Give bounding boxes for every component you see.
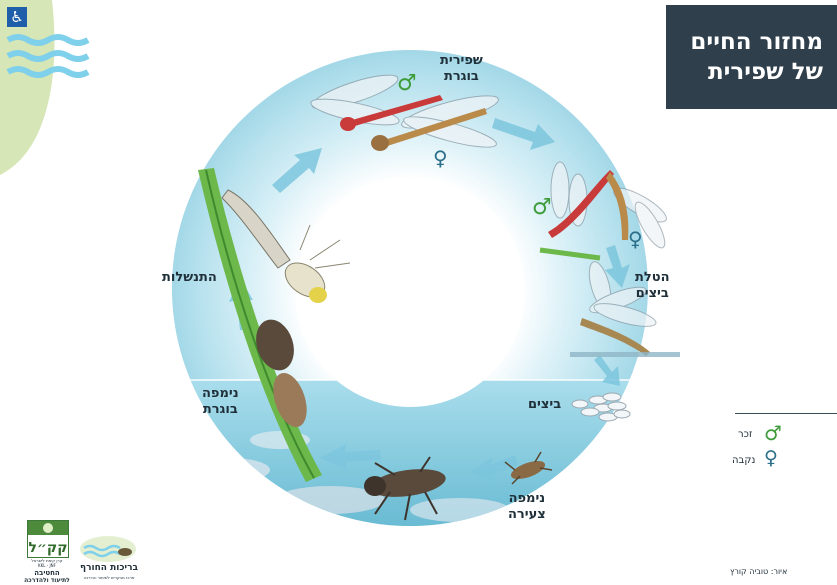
male-symbol-icon: ♂	[532, 197, 552, 219]
svg-text:קק״ל: קק״ל	[28, 540, 67, 556]
male-symbol-icon: ♂	[397, 73, 417, 95]
kkl-division-2: לתיעוד ולהדרכה	[18, 577, 76, 584]
legend-divider	[735, 413, 837, 414]
accessibility-icon[interactable]: ♿	[7, 7, 27, 27]
title-line-2: של שפירית	[666, 57, 823, 87]
legend-female-icon: ♀	[764, 449, 778, 468]
title-line-1: מחזור החיים	[666, 27, 823, 57]
female-symbol-icon: ♀	[628, 229, 643, 249]
legend-male-icon: ♂	[764, 423, 782, 443]
legend-female-label: נקבה	[732, 455, 755, 466]
stage-label-eggs: ביצים	[528, 397, 561, 413]
female-symbol-icon: ♀	[433, 148, 448, 168]
illustration-credit: איור: טוביה קורץ	[730, 567, 787, 576]
winter-pools-name: בריכות החורף	[76, 563, 142, 573]
stage-label-adult-nymph: נימפה בוגרת	[202, 386, 239, 418]
stage-label-egg-laying: הטלת ביצים	[635, 270, 670, 302]
stage-label-young-nymph: נימפה צעירה	[508, 491, 546, 523]
stage-label-adult: שפירית בוגרת	[440, 53, 483, 85]
stage-label-emergence: התנשלות	[162, 270, 217, 286]
kkl-tree-icon: קק״ל	[28, 521, 68, 557]
kkl-logo: קק״ל	[27, 520, 69, 558]
winter-pools-logo-icon	[78, 534, 138, 564]
kkl-latin: KKL - JNF	[27, 563, 67, 568]
winter-pools-subtitle: מרכז מבקרים לשימור והדרכה	[76, 575, 142, 580]
legend-male-label: זכר	[738, 429, 752, 440]
page-title: מחזור החיים של שפירית	[666, 27, 823, 87]
kkl-division: החטיבה	[18, 569, 76, 577]
title-panel: מחזור החיים של שפירית	[666, 5, 837, 109]
